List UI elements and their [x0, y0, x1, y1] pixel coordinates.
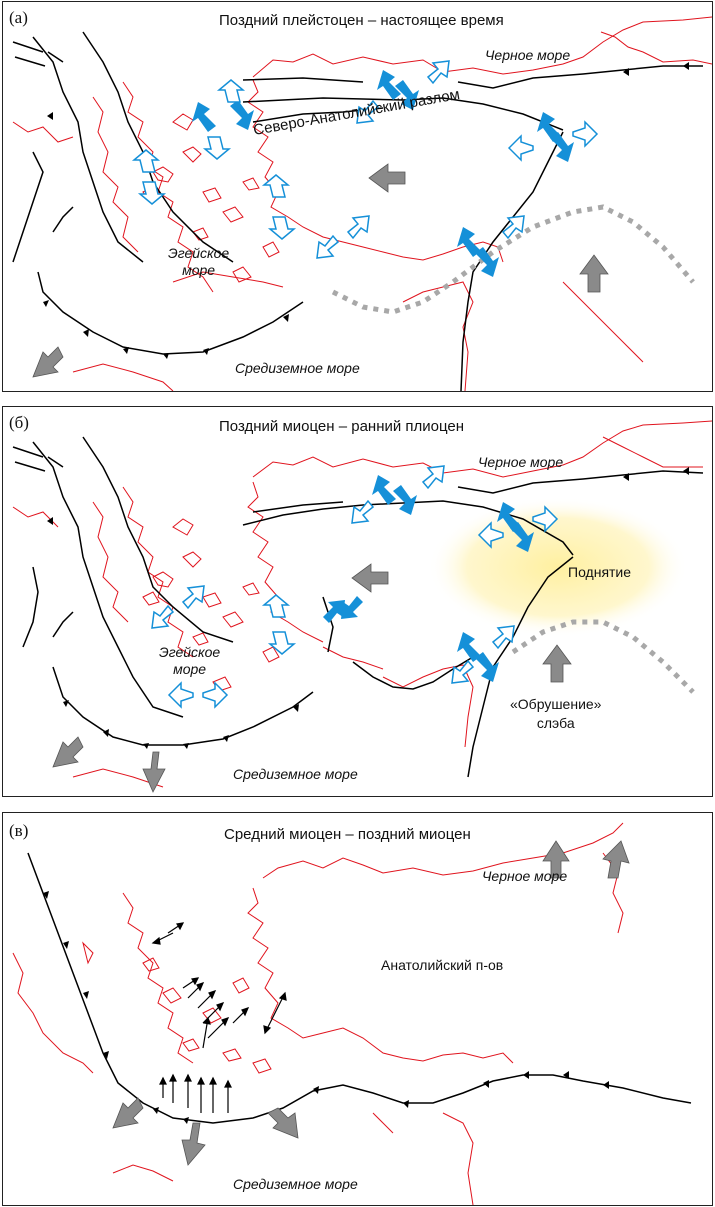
- motion-arrows: [52, 563, 572, 793]
- mediterranean-sea-label: Средиземное море: [233, 766, 358, 782]
- fault-lines: [27, 852, 692, 1124]
- slab-boundary: [331, 204, 695, 315]
- panel-title: Поздний плейстоцен – настоящее время: [219, 12, 504, 29]
- panel-c-map: [12, 822, 692, 1205]
- subduction-teeth: [43, 891, 609, 1124]
- panel-b: (б) Поздний миоцен – ранний плиоцен Черн…: [2, 406, 713, 797]
- slab-rollback-label: «Обрушение» слэба: [510, 696, 602, 731]
- uplift-zone: [428, 497, 688, 637]
- black-sea-label: Черное море: [485, 47, 571, 63]
- subduction-teeth: [43, 62, 689, 359]
- peninsula-label: Анатолийский п-ов: [381, 957, 504, 973]
- panel-letter: (а): [9, 8, 28, 27]
- extension-arrows: [151, 465, 559, 709]
- panel-a: (а) Поздний плейстоцен – настоящее время…: [2, 1, 713, 392]
- aegean-sea-label: Эгейское море: [168, 245, 230, 278]
- panel-title: Средний миоцен – поздний миоцен: [224, 826, 471, 843]
- motion-arrows: [112, 840, 630, 1166]
- slab-boundary: [511, 619, 695, 694]
- compression-arrows: [323, 475, 534, 682]
- extension-vectors: [151, 922, 287, 1113]
- extension-arrows: [131, 60, 599, 259]
- coastline: [12, 16, 712, 391]
- motion-arrows: [32, 163, 609, 378]
- compression-arrows: [192, 70, 574, 277]
- panel-letter: (б): [9, 413, 29, 432]
- panel-a-map: [12, 16, 712, 391]
- fault-lines: [12, 436, 704, 778]
- black-sea-label: Черное море: [482, 868, 568, 884]
- subduction-teeth: [47, 467, 689, 749]
- mediterranean-sea-label: Средиземное море: [233, 1176, 358, 1192]
- coastline: [12, 420, 712, 788]
- panel-b-map: [12, 420, 712, 793]
- black-sea-label: Черное море: [478, 454, 564, 470]
- panel-title: Поздний миоцен – ранний плиоцен: [219, 418, 465, 435]
- coastline: [12, 822, 624, 1205]
- uplift-label: Поднятие: [568, 564, 632, 580]
- mediterranean-sea-label: Средиземное море: [235, 360, 360, 376]
- aegean-sea-label: Эгейское море: [159, 644, 221, 677]
- fault-lines: [12, 31, 703, 391]
- panel-letter: (в): [9, 821, 29, 840]
- panel-c: (в) Средний миоцен – поздний миоцен Черн…: [2, 812, 713, 1206]
